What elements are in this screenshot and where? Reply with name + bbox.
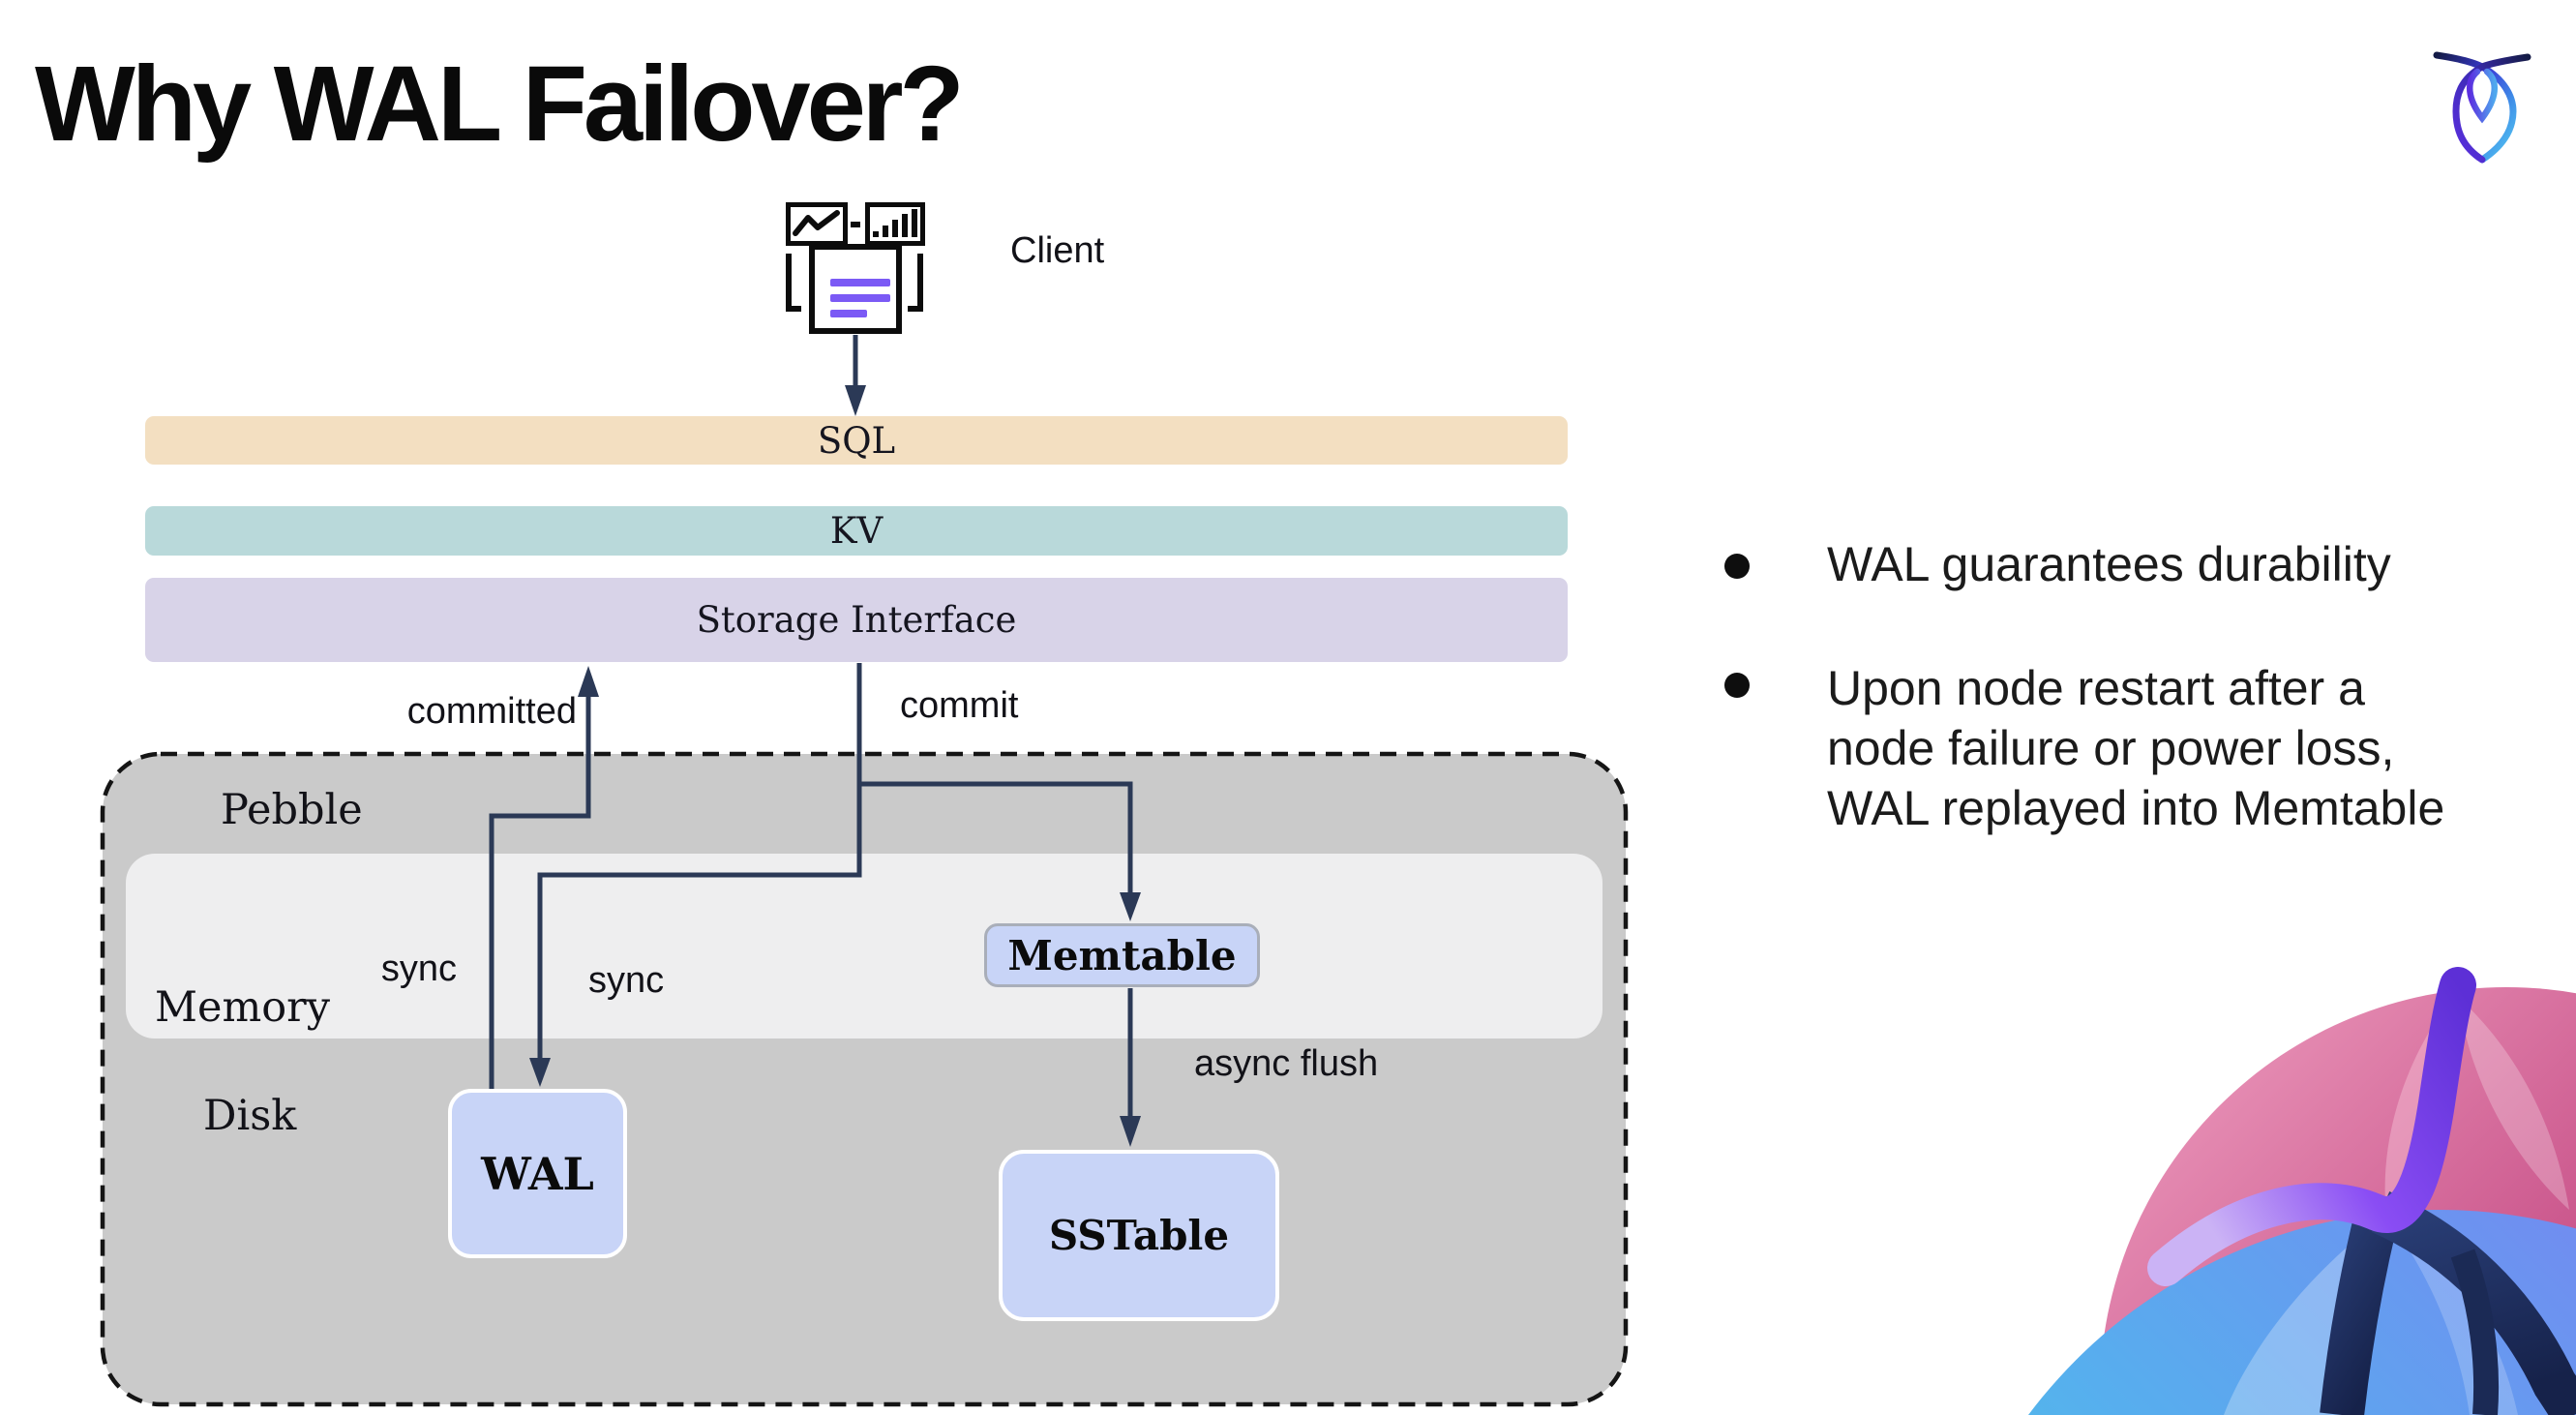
edge-commit bbox=[856, 663, 1133, 894]
bullet-marker bbox=[1724, 554, 1750, 579]
layer-label: Storage Interface bbox=[696, 599, 1017, 641]
client-label: Client bbox=[1010, 230, 1105, 271]
doc-text-line bbox=[830, 294, 890, 302]
decor-dark-stroke bbox=[2450, 1249, 2500, 1415]
arrowhead-down-icon bbox=[1120, 1116, 1141, 1147]
node-wal: WAL bbox=[448, 1089, 627, 1258]
bullet-item: WAL guarantees durability bbox=[1827, 534, 2391, 594]
layer-label: SQL bbox=[817, 419, 896, 462]
bar-chart-icon bbox=[865, 202, 925, 246]
dash-connector bbox=[851, 222, 860, 227]
layer-label: KV bbox=[829, 510, 884, 552]
arrowhead-down-icon bbox=[845, 385, 866, 416]
edge-label-commit: commit bbox=[900, 685, 1019, 726]
doc-text-line bbox=[830, 279, 890, 286]
node-label: WAL bbox=[481, 1147, 594, 1200]
edge-label-async-flush: async flush bbox=[1194, 1043, 1379, 1084]
node-memtable: Memtable bbox=[984, 923, 1260, 987]
bracket-left-icon bbox=[786, 254, 801, 312]
bracket-right-icon bbox=[908, 254, 923, 312]
memory-label: Memory bbox=[155, 983, 330, 1032]
arrowhead-down-icon bbox=[529, 1058, 551, 1087]
edge-committed bbox=[489, 695, 591, 1089]
edge-label-sync-up: sync bbox=[380, 948, 457, 989]
bullet-line: WAL replayed into Memtable bbox=[1827, 781, 2445, 835]
decor-purple-arc bbox=[2147, 967, 2476, 1286]
bullet-line: WAL guarantees durability bbox=[1827, 537, 2391, 591]
bullet-line: node failure or power loss, bbox=[1827, 721, 2395, 775]
bullet-line: Upon node restart after a bbox=[1827, 661, 2365, 715]
page-title: Why WAL Failover? bbox=[35, 45, 965, 164]
arrowhead-down-icon bbox=[1120, 892, 1141, 921]
memory-band bbox=[126, 854, 1603, 1039]
bullet-item: Upon node restart after a node failure o… bbox=[1827, 658, 2444, 838]
edge-label-sync-down: sync bbox=[588, 960, 665, 1001]
disk-label: Disk bbox=[203, 1092, 297, 1140]
decor-pink-leaf bbox=[2458, 997, 2569, 1210]
pebble-label: Pebble bbox=[221, 786, 363, 834]
layer-bar-storage-interface: Storage Interface bbox=[145, 578, 1568, 662]
pebble-container bbox=[100, 751, 1629, 1407]
document-icon bbox=[809, 244, 902, 334]
node-label: SSTable bbox=[1048, 1212, 1230, 1259]
bullet-marker bbox=[1724, 673, 1750, 698]
edge-label-committed: committed bbox=[406, 691, 577, 732]
cockroachdb-logo-icon bbox=[2433, 51, 2531, 164]
decor-dark-stroke bbox=[2371, 1190, 2576, 1415]
node-sstable: SSTable bbox=[999, 1150, 1279, 1321]
edge-sync bbox=[537, 784, 862, 1060]
layer-bar-sql: SQL bbox=[145, 416, 1568, 465]
line-chart-icon bbox=[786, 202, 848, 246]
doc-text-line bbox=[830, 310, 867, 317]
decor-dark-stroke bbox=[2320, 1202, 2401, 1415]
layer-bar-kv: KV bbox=[145, 506, 1568, 556]
decorative-roach-graphic bbox=[2028, 967, 2576, 1415]
arrowhead-up-icon bbox=[578, 666, 599, 697]
node-label: Memtable bbox=[1007, 931, 1237, 979]
